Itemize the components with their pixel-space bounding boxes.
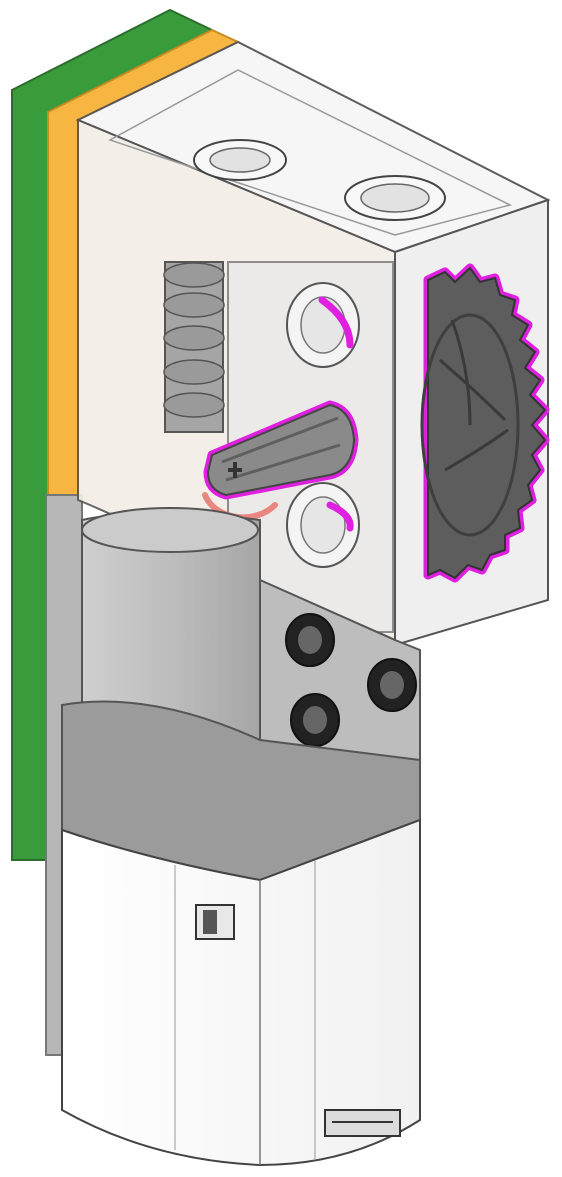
worm-gear: [163, 261, 225, 433]
motor-body: [61, 818, 421, 1167]
hole-highlight-top: [318, 296, 354, 349]
hole-highlight-bottom: [326, 501, 354, 532]
spur-gear: [420, 263, 550, 583]
motor-housing: [61, 507, 421, 882]
axle: [203, 400, 359, 500]
